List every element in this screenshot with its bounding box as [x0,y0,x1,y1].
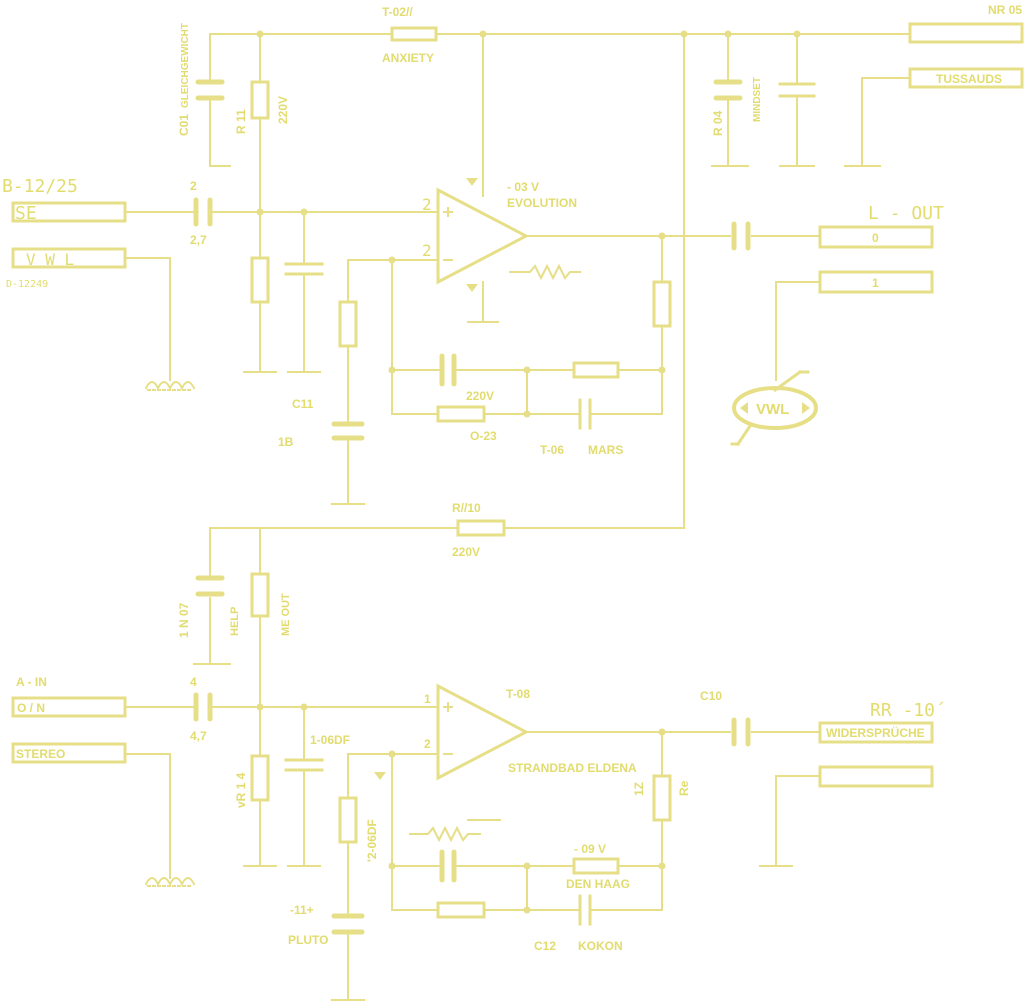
resistor-t02 [390,26,438,42]
labels: NR 05 TUSSAUDS T-02// ANXIETY C01 GLEICH… [2,3,1022,953]
label-2-06df: '2-06DF [365,819,379,862]
connector-nr05 [908,22,1024,44]
label-den-haag: DEN HAAG [566,877,630,891]
resistor-c12 [436,901,486,919]
connector-lout-1 [818,270,934,294]
opamp-evolution [436,187,530,285]
label-220v-low: 220V [452,545,480,559]
label-c10: C10 [700,689,722,703]
label-1z: 1Z [632,782,646,796]
label-lout: L - OUT [868,203,944,224]
label-220v-mid: 220V [466,389,494,403]
label-pin2b: 2 [422,241,432,260]
label-b1225: B-12/25 [2,176,78,197]
label-pluto: PLUTO [288,933,328,947]
label-mindset: MINDSET [752,77,763,122]
label-1b: 1B [278,435,294,449]
connector-se [11,201,127,223]
vwl-ring-icon [732,386,818,430]
bottom-components [11,572,934,935]
connector-blank [818,765,934,788]
label-220v-top: 220V [276,96,290,124]
label-cap4: 4 [190,675,197,689]
resistor-o23 [436,405,486,423]
label-c11: C11 [292,397,314,411]
resistor-2-06df [338,796,358,844]
top-circuit-wires [124,33,911,529]
label-09v: - 09 V [574,842,606,856]
label-rr10: RR -10´ [870,700,946,721]
label-kokon: KOKON [578,939,623,953]
resistor-r10 [456,519,506,537]
resistor-den-haag [572,857,620,875]
label-pin1: 1 [424,692,431,706]
label-pin2a: 2 [422,195,432,214]
junction-dots [256,30,801,914]
label-widerspruche: WIDERSPRÜCHE [826,725,925,740]
label-r11: R 11 [234,109,248,134]
label-c12: C12 [534,939,556,953]
opamp-strandbad [436,683,530,781]
label-strandbad: STRANDBAD ELDENA [508,761,637,775]
label-nr05: NR 05 [988,3,1022,17]
label-03v: - 03 V [507,180,539,194]
label-vwl-box: V W L [26,250,74,269]
bottom-circuit-wires [124,706,821,1001]
label-06df: 1-06DF [310,733,350,747]
resistor-re [652,774,672,822]
label-cap2: 2 [190,179,197,193]
label-minus11: -11+ [290,903,314,917]
resistor-feedback [652,280,672,328]
label-out1: 1 [872,276,879,290]
connector-vwl [11,247,127,269]
label-re: Re [677,780,691,796]
label-mars: MARS [588,443,623,457]
label-r10: R//10 [452,501,481,515]
top-components [11,22,1024,447]
connector-stereo [11,742,127,764]
connector-tussauds [908,67,1024,89]
connector-on [11,696,127,718]
label-d12249: D-12249 [6,279,48,290]
label-t02: T-02// [382,5,413,19]
label-help: HELP [229,607,241,636]
label-t06: T-06 [540,443,564,457]
label-gleichgewicht: GLEICHGEWICHT [180,23,191,108]
label-r04: R 04 [711,110,725,136]
resistor-minus-branch [338,300,358,348]
resistor-r14 [250,754,270,802]
label-evolution: EVOLUTION [507,196,577,210]
label-r14: vR 1 4 [234,772,248,808]
label-out0: 0 [872,231,879,245]
label-se: SE [15,203,37,224]
label-anxiety: ANXIETY [382,51,434,65]
resistor-meout [250,572,270,618]
label-meout: ME OUT [280,593,292,636]
connector-widerspruche [818,721,934,744]
label-n07: 1 N 07 [177,602,191,638]
link-wires [193,519,685,757]
label-o23: O-23 [470,429,497,443]
label-t08: T-08 [506,687,530,701]
resistor-220v [572,361,620,379]
label-c01: C01 [177,114,191,136]
label-cap47: 4,7 [190,729,207,743]
resistor-shunt [250,256,270,304]
label-cap27: 2,7 [190,233,207,247]
resistor-r11 [250,80,270,120]
label-stereo: STEREO [16,747,65,761]
label-on: O / N [17,701,45,715]
label-vwl-ring: VWL [756,401,789,418]
label-ain: A - IN [16,675,47,689]
connector-lout-0 [818,225,934,249]
label-tussauds: TUSSAUDS [936,72,1002,86]
label-pin2c: 2 [424,737,431,751]
